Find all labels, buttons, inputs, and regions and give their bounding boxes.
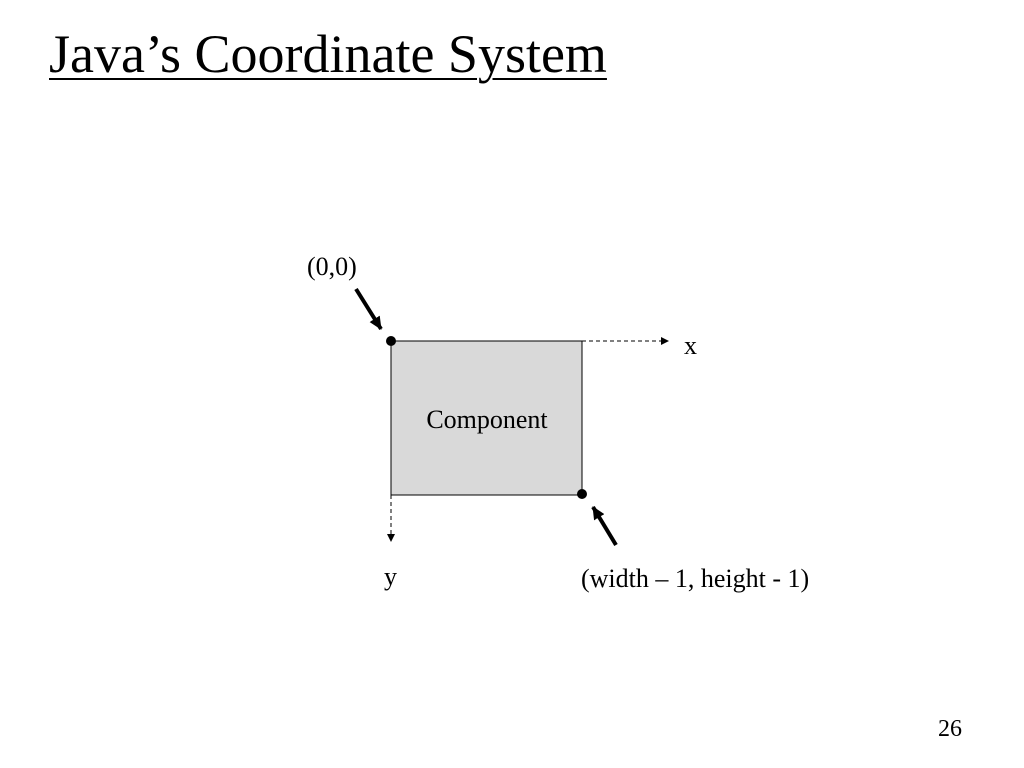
y-axis-label: y	[384, 562, 397, 591]
x-axis-label: x	[684, 331, 697, 360]
origin-label: (0,0)	[307, 252, 357, 281]
component-label: Component	[426, 405, 548, 434]
corner-point	[577, 489, 587, 499]
corner-label: (width – 1, height - 1)	[581, 564, 809, 593]
origin-point	[386, 336, 396, 346]
slide-title: Java’s Coordinate System	[49, 24, 607, 84]
origin-arrow	[354, 287, 383, 331]
page-number: 26	[938, 716, 962, 742]
component-box	[390, 340, 583, 496]
corner-arrow	[591, 505, 618, 547]
